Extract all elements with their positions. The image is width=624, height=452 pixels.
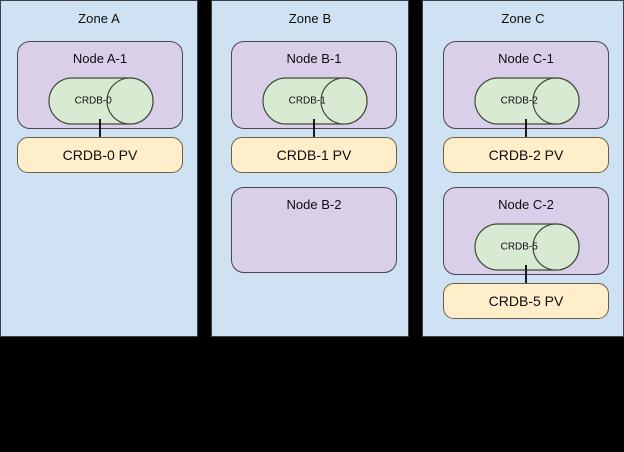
node-c-1-title: Node C-1	[498, 51, 554, 66]
node-b-2-box: Node B-2	[231, 187, 397, 273]
node-b-1-title: Node B-1	[286, 51, 342, 66]
node-c-2-title: Node C-2	[498, 197, 554, 212]
pv-crdb-1-label: CRDB-1 PV	[276, 147, 352, 163]
connector-node-b-1-to-crdb-1-pv	[313, 119, 315, 139]
zone-c-container: Zone C Node C-1 CRDB-2 CRDB-2 PV Node C-…	[422, 0, 624, 337]
connector-node-c-1-to-crdb-2-pv	[525, 119, 527, 139]
connector-node-c-2-to-crdb-5-pv	[525, 265, 527, 285]
pv-crdb-0-label: CRDB-0 PV	[62, 147, 138, 163]
pv-crdb-1-box: CRDB-1 PV	[231, 137, 397, 173]
database-cylinder-crdb-1: CRDB-1	[262, 77, 368, 125]
node-b-1-box: Node B-1 CRDB-1	[231, 41, 397, 129]
connector-node-a-1-to-crdb-0-pv	[99, 119, 101, 139]
pv-crdb-5-label: CRDB-5 PV	[488, 293, 564, 309]
pv-crdb-0-box: CRDB-0 PV	[17, 137, 183, 173]
node-c-1-box: Node C-1 CRDB-2	[443, 41, 609, 129]
database-cylinder-crdb-2: CRDB-2	[474, 77, 580, 125]
database-cylinder-crdb-0: CRDB-0	[48, 77, 154, 125]
pv-crdb-5-box: CRDB-5 PV	[443, 283, 609, 319]
node-c-2-box: Node C-2 CRDB-5	[443, 187, 609, 275]
node-a-1-title: Node A-1	[72, 51, 128, 66]
node-a-1-box: Node A-1 CRDB-0	[17, 41, 183, 129]
zone-a-container: Zone A Node A-1 CRDB-0 CRDB-0 PV	[0, 0, 198, 337]
node-b-2-title: Node B-2	[286, 197, 342, 212]
zone-b-container: Zone B Node B-1 CRDB-1 CRDB-1 PV Node B-…	[211, 0, 409, 337]
zone-c-title: Zone C	[501, 11, 545, 26]
zone-b-title: Zone B	[288, 11, 332, 26]
database-cylinder-crdb-5: CRDB-5	[474, 223, 580, 271]
zone-a-title: Zone A	[78, 11, 120, 26]
pv-crdb-2-box: CRDB-2 PV	[443, 137, 609, 173]
pv-crdb-2-label: CRDB-2 PV	[488, 147, 564, 163]
